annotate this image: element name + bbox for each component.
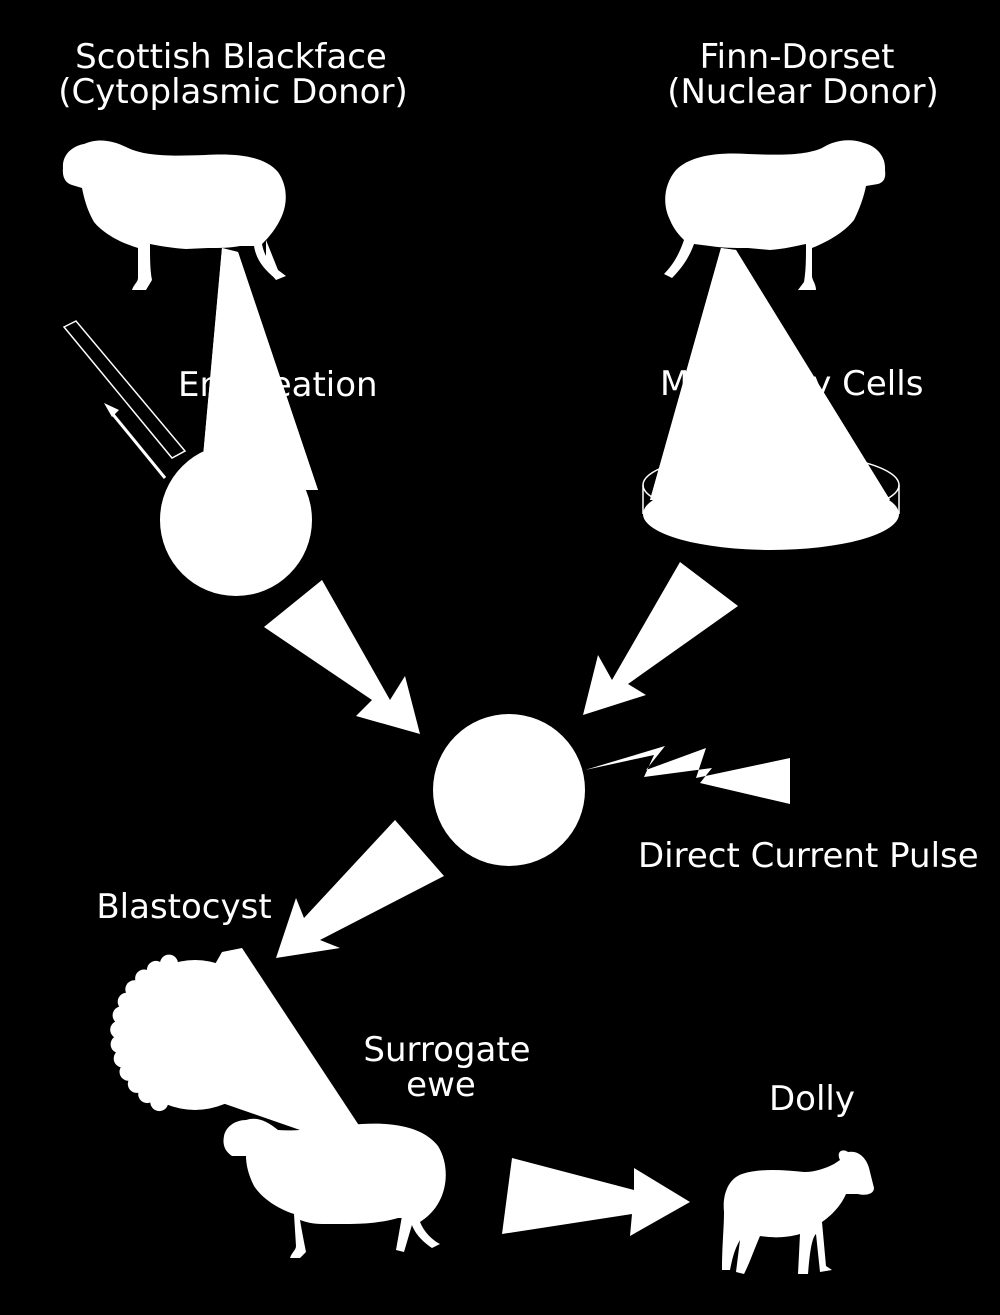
arrow-surrogate-to-dolly-icon [502,1158,690,1236]
nuclear-donor-role-label: (Nuclear Donor) [667,72,939,112]
cytoplasmic-donor-role-label: (Cytoplasmic Donor) [58,72,407,112]
blastocyst-icon [110,948,362,1130]
scottish-blackface-sheep-icon [62,140,286,290]
dish-beam-overlay [650,248,890,500]
surrogate-label-line2: ewe [406,1065,476,1105]
blastocyst-cell-bump [117,992,136,1011]
dolly-lamb-icon [722,1150,874,1274]
enucleation-pipette-icon [62,320,187,479]
blastocyst-cell-bump [150,1093,169,1112]
dolly-label: Dolly [769,1079,855,1119]
arrow-cells-to-fusion-icon [583,562,738,715]
cytoplasmic-donor-breed-label: Scottish Blackface [75,37,387,77]
direct-current-pulse-label: Direct Current Pulse [638,836,979,876]
blastocyst-cell-bump [110,1035,129,1054]
nuclear-donor-breed-label: Finn-Dorset [700,37,895,77]
blastocyst-cell-bump [112,1006,131,1025]
egg-beam-overlay [200,248,318,490]
blastocyst-label: Blastocyst [96,887,271,927]
fused-cell-icon [433,714,585,866]
surrogate-label-line1: Surrogate [363,1030,530,1070]
blastocyst-cell-bump [110,1020,129,1039]
finn-dorset-sheep-icon [664,140,886,290]
surrogate-ewe-icon [223,1118,446,1258]
arrow-egg-to-fusion-icon [264,580,420,734]
arrow-fusion-to-blastocyst-icon [276,820,444,958]
lightning-bolt-icon [585,746,790,804]
